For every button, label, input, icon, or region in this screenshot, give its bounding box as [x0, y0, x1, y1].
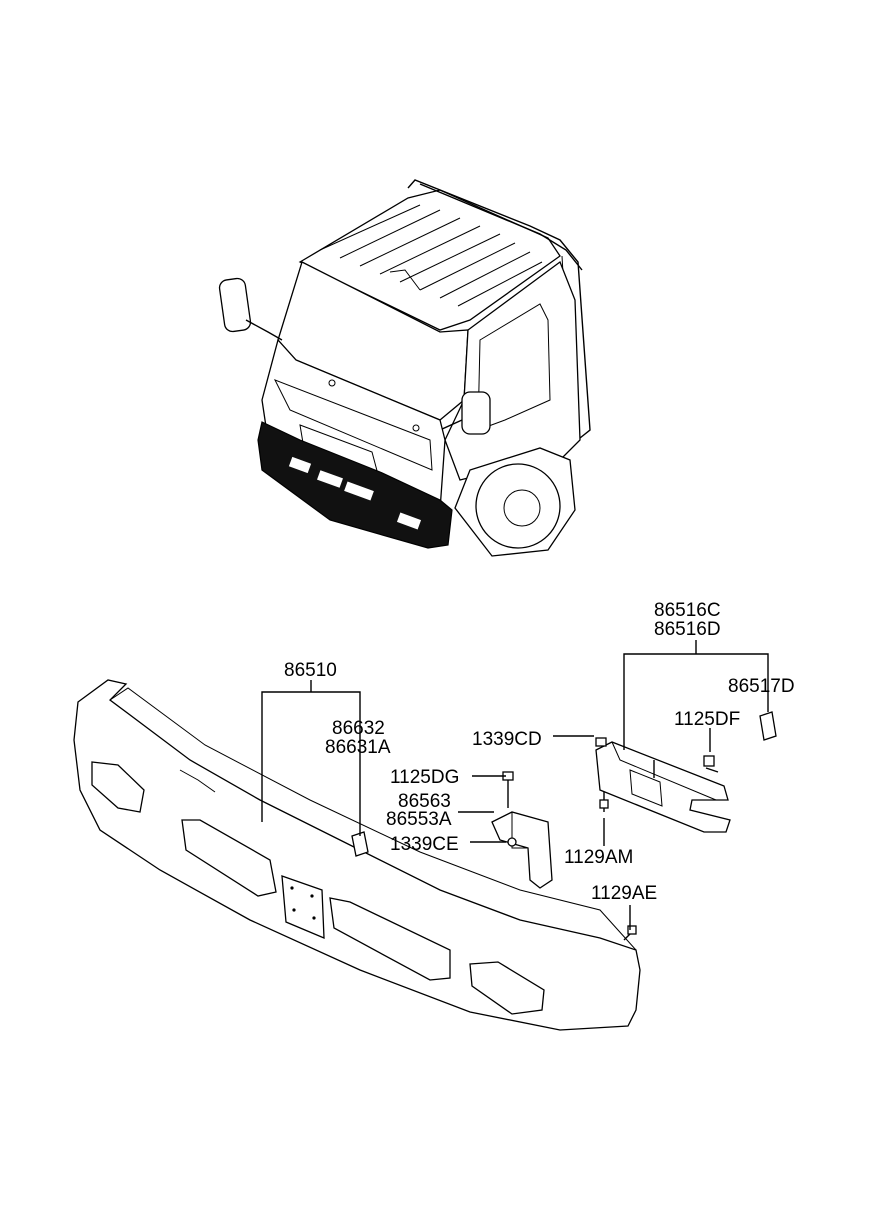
label-86516d: 86516D	[654, 619, 721, 640]
label-86563: 86563	[398, 791, 451, 812]
truck-cab-illustration	[218, 179, 591, 557]
label-86516c: 86516C	[654, 600, 721, 621]
label-1129am: 1129AM	[564, 847, 633, 868]
front-bumper	[73, 679, 641, 1031]
label-86510: 86510	[284, 660, 337, 681]
label-1125dg: 1125DG	[390, 767, 459, 788]
label-1125df: 1125DF	[674, 709, 740, 730]
leader-lines	[261, 640, 769, 930]
label-86631a: 86631A	[325, 737, 391, 758]
label-86553a: 86553A	[386, 809, 452, 830]
label-1339cd: 1339CD	[472, 729, 542, 750]
upper-bracket	[595, 711, 777, 833]
part-labels: 86510 86632 86631A 86516C 86516D 86517D …	[284, 600, 795, 904]
label-86632: 86632	[332, 718, 385, 739]
label-1129ae: 1129AE	[591, 883, 657, 904]
label-86517d: 86517D	[728, 676, 795, 697]
label-1339ce: 1339CE	[390, 834, 459, 855]
bumper-stay-bracket	[491, 771, 553, 889]
